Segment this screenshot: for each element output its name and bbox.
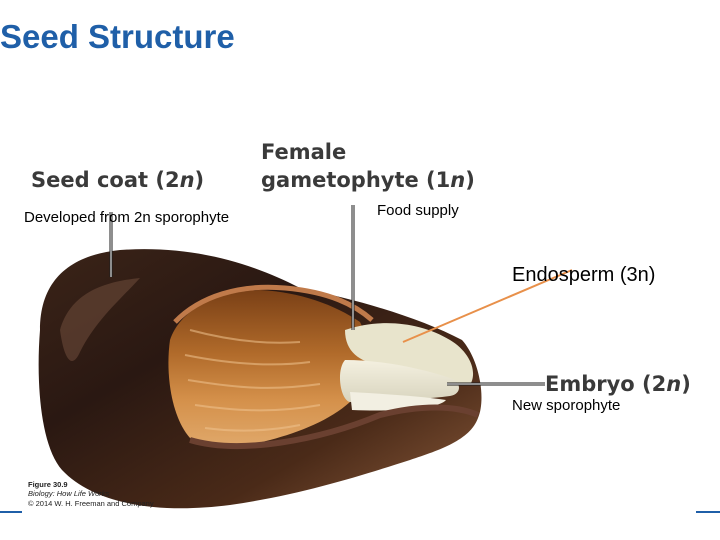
page-title: Seed Structure: [0, 18, 235, 55]
seed-coat-label: Seed coat (2n): [31, 168, 205, 192]
endosperm-label: Endosperm (3n): [512, 264, 656, 286]
gametophyte-striations: [184, 329, 321, 432]
right-accent-line: [696, 511, 720, 513]
figure-number: Figure 30.9: [28, 480, 68, 489]
embryo-description: New sporophyte: [512, 397, 621, 414]
copyright-text: © 2014 W. H. Freeman and Company: [28, 498, 154, 508]
female-gametophyte-label-line1: Female: [261, 140, 347, 164]
food-supply-description: Food supply: [377, 202, 459, 219]
embryo-label: Embryo (2n): [545, 372, 691, 396]
embryo-shape: [339, 360, 459, 402]
figure-credit: Figure 30.9 Biology: How Life Works © 20…: [28, 480, 154, 508]
seed-coat-highlight: [60, 278, 140, 361]
female-gametophyte-label-line2: gametophyte (1n): [261, 168, 475, 192]
endosperm-shape: [345, 323, 474, 385]
left-accent-line: [0, 511, 22, 513]
endosperm-leader: [402, 269, 573, 343]
book-title: Biology: How Life Works: [28, 489, 110, 499]
seed-coat-description: Developed from 2n sporophyte: [24, 209, 230, 226]
lower-coat-rim: [189, 404, 480, 449]
